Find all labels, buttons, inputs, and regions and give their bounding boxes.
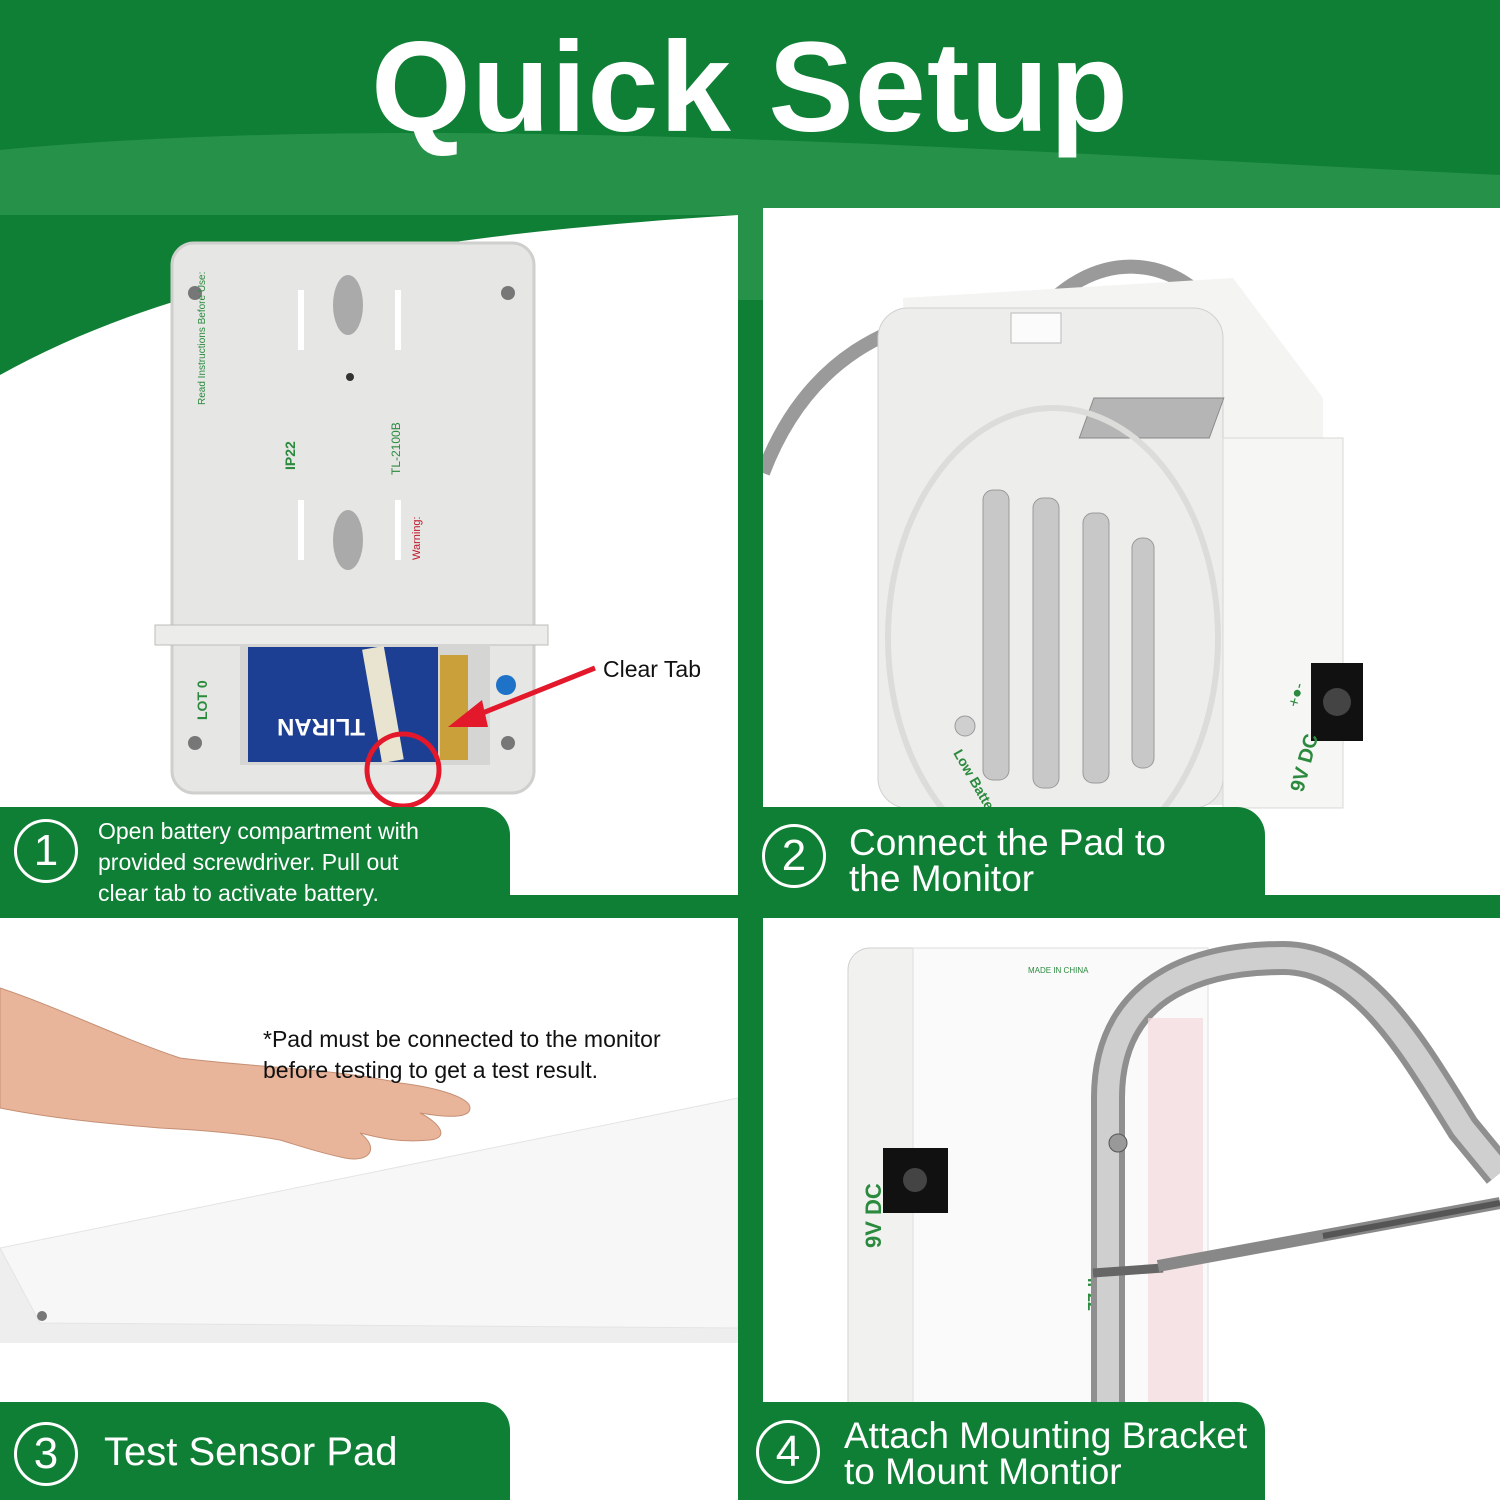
step-number-badge: 4 [756, 1420, 820, 1484]
pad-test-note: *Pad must be connected to the monitor be… [263, 1024, 661, 1086]
step-4-line: to Mount Montior [844, 1451, 1122, 1492]
step-2-text: Connect the Pad to the Monitor [849, 822, 1166, 899]
polarity-label: +●- [1285, 681, 1308, 709]
step-1-line: provided screwdriver. Pull out [98, 849, 399, 875]
battery-compartment-illustration: Read Instructions Before Use: Warning: I… [0, 215, 738, 809]
step-2-line: Connect the Pad to [849, 822, 1166, 863]
ip-rating-label: IP22 [282, 441, 298, 470]
step-2-caption: 2 Connect the Pad to the Monitor [740, 807, 1265, 899]
lot-label: LOT 0 [194, 680, 210, 720]
note-line: *Pad must be connected to the monitor [263, 1026, 661, 1052]
step-number-badge: 2 [762, 824, 826, 888]
made-in-panel4: MADE IN CHINA [1028, 966, 1089, 975]
instructions-text: Read Instructions Before Use: [197, 272, 208, 405]
dc-label-panel4: 9V DC [861, 1183, 886, 1248]
panel-step-1: Read Instructions Before Use: Warning: I… [0, 215, 738, 895]
step-3-caption: 3 Test Sensor Pad [0, 1402, 510, 1500]
battery-brand-label: TLIRAN [277, 713, 365, 740]
step-3-text: Test Sensor Pad [104, 1432, 398, 1472]
warning-text: Warning: [411, 516, 423, 560]
clear-tab-callout-label: Clear Tab [603, 656, 702, 682]
step-3-line: Test Sensor Pad [104, 1430, 398, 1474]
step-1-text: Open battery compartment with provided s… [98, 816, 419, 909]
sensor-pad-test-illustration [0, 987, 738, 1343]
step-1-line: clear tab to activate battery. [98, 880, 379, 906]
panel-step-2: 9V DC +●- Low Battery [763, 208, 1500, 895]
step-2-line: the Monitor [849, 858, 1035, 899]
step-1-caption: 1 Open battery compartment with provided… [0, 807, 510, 906]
note-line: before testing to get a test result. [263, 1057, 598, 1083]
model-label: TL-2100B [389, 422, 403, 475]
page-title: Quick Setup [371, 16, 1129, 159]
step-4-caption: 4 Attach Mounting Bracket to Mount Monti… [740, 1402, 1265, 1500]
monitor-connection-illustration: 9V DC +●- Low Battery [763, 259, 1363, 871]
step-4-text: Attach Mounting Bracket to Mount Montior [844, 1415, 1248, 1492]
step-4-line: Attach Mounting Bracket [844, 1415, 1248, 1456]
step-1-line: Open battery compartment with [98, 818, 419, 844]
step-number-badge: 1 [14, 819, 78, 883]
step-number-badge: 3 [14, 1422, 78, 1486]
